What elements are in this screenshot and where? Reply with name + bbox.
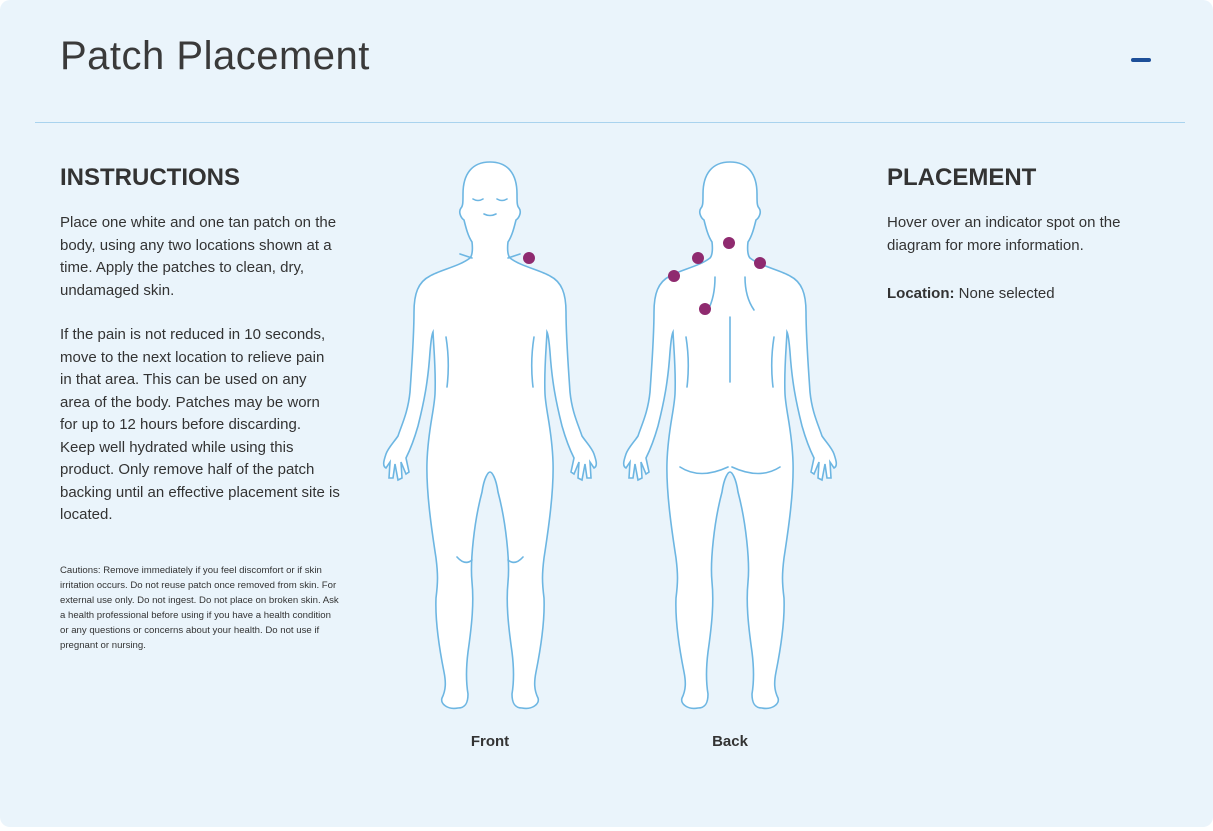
mouth-icon: [483, 213, 497, 217]
minus-icon: [1131, 58, 1151, 62]
collapse-button[interactable]: [1128, 52, 1154, 68]
back-label: Back: [712, 733, 748, 750]
placement-heading: PLACEMENT: [887, 164, 1037, 191]
front-label: Front: [470, 733, 510, 750]
indicator-spot-shoulder-blade[interactable]: [699, 303, 711, 315]
location-readout: Location: None selected: [887, 283, 1167, 306]
indicator-spot-left-shoulder[interactable]: [668, 270, 680, 282]
instructions-heading: INSTRUCTIONS: [60, 164, 240, 191]
placement-section: PLACEMENT Hover over an indicator spot o…: [887, 164, 1167, 332]
instructions-paragraph: Place one white and one tan patch on the…: [60, 214, 337, 299]
indicator-spot-right-shoulder-back[interactable]: [754, 257, 766, 269]
indicator-spot-left-upper-back[interactable]: [692, 252, 704, 264]
page-title: Patch Placement: [60, 34, 370, 78]
instructions-paragraph: If the pain is not reduced in 10 seconds…: [60, 326, 340, 523]
location-label: Location:: [887, 285, 955, 302]
front-body-figure: [382, 161, 598, 710]
back-body-figure: [622, 161, 838, 710]
eye-icon: [496, 198, 508, 202]
cautions-text: Cautions: Remove immediately if you feel…: [60, 564, 339, 651]
instructions-section: INSTRUCTIONS Place one white and one tan…: [60, 164, 340, 675]
eye-icon: [472, 198, 484, 202]
location-value: None selected: [958, 285, 1055, 302]
indicator-spot-neck[interactable]: [723, 237, 735, 249]
indicator-spot-right-shoulder-front[interactable]: [523, 252, 535, 264]
divider: [35, 122, 1185, 123]
placement-hint: Hover over an indicator spot on the diag…: [887, 214, 1121, 254]
